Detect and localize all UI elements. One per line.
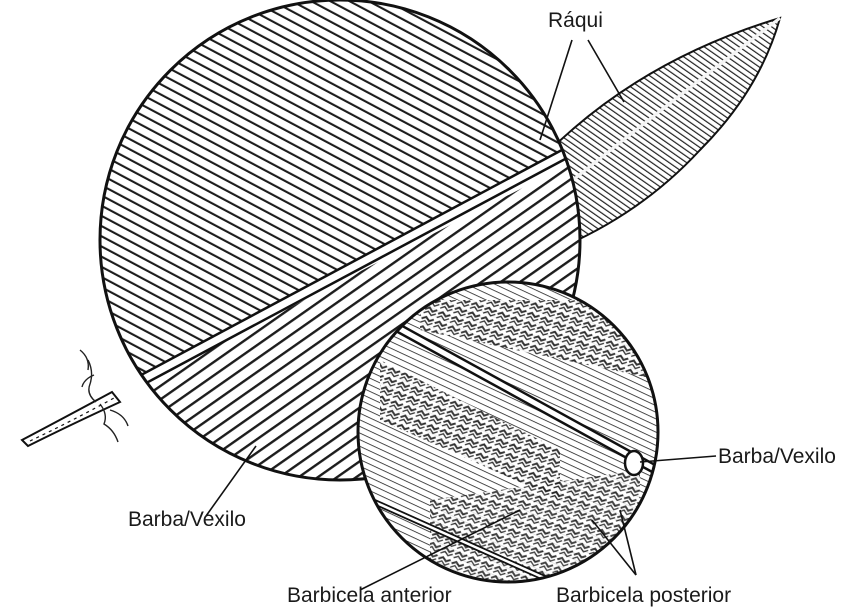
leader-raqui-2	[588, 40, 624, 102]
label-raqui: Ráqui	[548, 10, 603, 31]
label-barba-vexilo-main: Barba/Vexilo	[128, 509, 246, 530]
barb-cross-section	[625, 451, 643, 475]
feather-tip-vane	[545, 18, 780, 250]
leader-barba-main	[206, 446, 256, 516]
label-barbicela-anterior: Barbicela anterior	[287, 585, 452, 606]
label-barba-vexilo-inset: Barba/Vexilo	[718, 446, 836, 467]
label-barbicela-posterior: Barbicela posterior	[556, 585, 731, 606]
leader-raqui-1	[540, 40, 572, 140]
